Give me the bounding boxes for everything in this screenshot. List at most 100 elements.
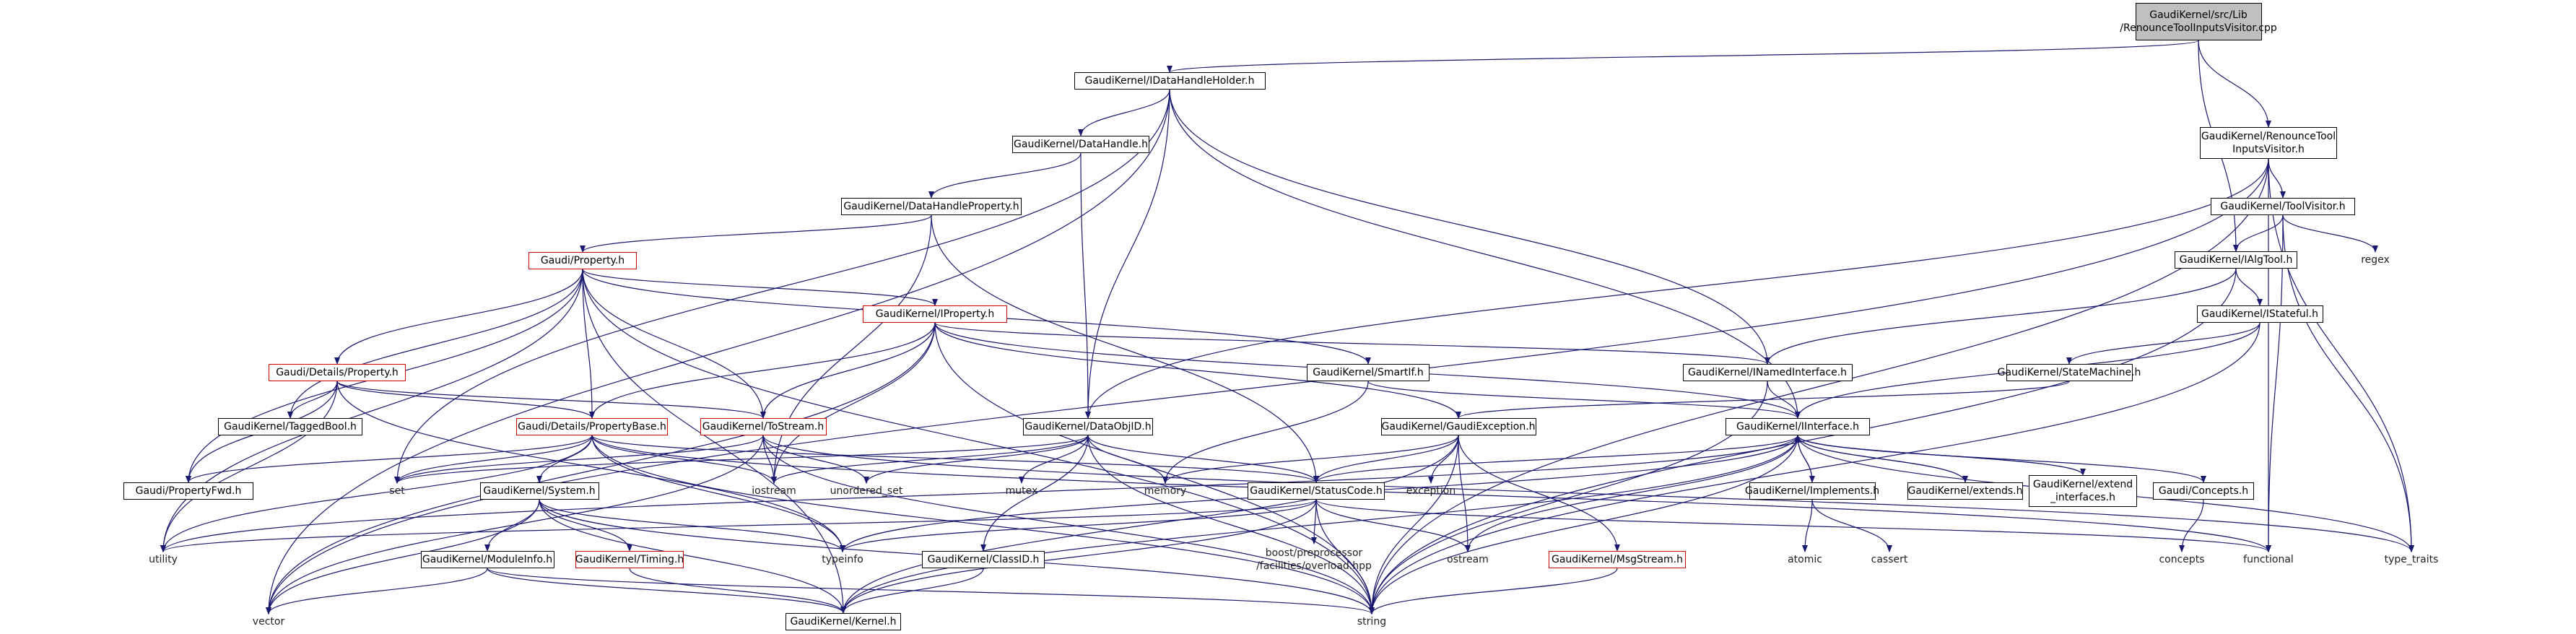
node-dprop[interactable]: Gaudi/Details/Property.h bbox=[269, 364, 406, 381]
node-iif[interactable]: GaudiKernel/IInterface.h bbox=[1726, 418, 1870, 435]
dependency-edges bbox=[160, 40, 2414, 615]
node-label: Gaudi/PropertyFwd.h bbox=[135, 485, 242, 497]
node-label: GaudiKernel/Kernel.h bbox=[790, 616, 897, 628]
node-conc[interactable]: Gaudi/Concepts.h bbox=[2153, 482, 2254, 500]
node-label: GaudiKernel/MsgStream.h bbox=[1551, 554, 1683, 565]
edge-sc-to-typeinfo bbox=[840, 499, 1317, 552]
node-tos[interactable]: GaudiKernel/ToStream.h bbox=[700, 418, 827, 435]
edge-iif-to-sc bbox=[1313, 435, 1798, 483]
edge-dpb-to-typeinfo bbox=[591, 435, 845, 552]
edge-impl-to-atomic bbox=[1802, 499, 1813, 552]
edge-ini-to-iif bbox=[1767, 381, 1801, 419]
node-ext[interactable]: GaudiKernel/extends.h bbox=[1907, 482, 2023, 500]
node-ostream: ostream bbox=[1443, 552, 1493, 568]
node-label: GaudiKernel/IAlgTool.h bbox=[2179, 254, 2293, 266]
edge-sif-to-memory bbox=[1162, 381, 1369, 484]
node-istate[interactable]: GaudiKernel/IStateful.h bbox=[2196, 305, 2323, 323]
edge-iprop-to-tos bbox=[760, 322, 936, 419]
edge-dhp-to-iostream bbox=[771, 214, 932, 484]
edge-sc-to-string bbox=[1315, 499, 1375, 615]
edge-sc-to-functional bbox=[1315, 499, 2271, 552]
edge-mi-to-kernel bbox=[487, 568, 846, 614]
node-root[interactable]: GaudiKernel/src/Lib/RenounceToolInputsVi… bbox=[2120, 3, 2277, 40]
node-label: regex bbox=[2361, 254, 2390, 266]
edge-doid-to-uset bbox=[863, 435, 1089, 484]
node-idhh[interactable]: GaudiKernel/IDataHandleHolder.h bbox=[1074, 72, 1266, 90]
edge-dhp-to-sc bbox=[931, 214, 1319, 483]
node-ialg[interactable]: GaudiKernel/IAlgTool.h bbox=[2175, 251, 2297, 269]
edge-iprop-to-string bbox=[934, 322, 1375, 615]
node-tv[interactable]: GaudiKernel/ToolVisitor.h bbox=[2211, 198, 2355, 215]
node-label: GaudiKernel/Timing.h bbox=[575, 554, 684, 565]
node-sys[interactable]: GaudiKernel/System.h bbox=[479, 482, 599, 500]
edge-mi-to-vector bbox=[266, 568, 488, 615]
edge-sc-to-boost bbox=[1311, 499, 1318, 544]
node-gex[interactable]: GaudiKernel/GaudiException.h bbox=[1380, 418, 1536, 435]
node-iprop[interactable]: GaudiKernel/IProperty.h bbox=[863, 305, 1007, 323]
node-label: unordered_set bbox=[830, 485, 903, 497]
node-label: vector bbox=[252, 616, 285, 628]
node-label: GaudiKernel/ToolVisitor.h bbox=[2220, 201, 2346, 212]
node-doid[interactable]: GaudiKernel/DataObjID.h bbox=[1023, 418, 1153, 435]
node-label: typeinfo bbox=[822, 554, 863, 565]
node-label: GaudiKernel/ModuleInfo.h bbox=[422, 554, 553, 565]
edge-dpb-to-sc bbox=[591, 435, 1319, 483]
node-extif[interactable]: GaudiKernel/extend_interfaces.h bbox=[2029, 475, 2137, 507]
node-functional: functional bbox=[2240, 552, 2297, 568]
edge-sif-to-iif bbox=[1367, 381, 1801, 419]
node-set: set bbox=[384, 483, 410, 499]
node-timing[interactable]: GaudiKernel/Timing.h bbox=[575, 551, 684, 568]
node-boost: boost/preprocessor/facilities/overload.h… bbox=[1253, 544, 1375, 576]
node-cid[interactable]: GaudiKernel/ClassID.h bbox=[922, 551, 1045, 568]
edge-idhh-to-iif bbox=[1169, 89, 1801, 419]
edge-sc-to-utility bbox=[160, 499, 1317, 552]
edge-gex-to-sc bbox=[1313, 435, 1459, 483]
edge-prop-to-tos bbox=[582, 269, 766, 419]
node-dpb[interactable]: Gaudi/Details/PropertyBase.h bbox=[516, 418, 668, 435]
node-label: type_traits bbox=[2384, 554, 2439, 565]
node-sc[interactable]: GaudiKernel/StatusCode.h bbox=[1248, 482, 1385, 500]
node-cassert: cassert bbox=[1868, 552, 1911, 568]
edge-dpb-to-functional bbox=[591, 435, 2271, 552]
node-label: string bbox=[1357, 616, 1387, 628]
node-prop[interactable]: Gaudi/Property.h bbox=[528, 252, 637, 269]
node-sm[interactable]: GaudiKernel/StateMachine.h bbox=[1998, 364, 2141, 381]
edge-doid-to-string bbox=[1087, 435, 1375, 615]
edge-gex-to-kernel bbox=[840, 435, 1459, 614]
node-iostream: iostream bbox=[745, 483, 803, 499]
node-ini[interactable]: GaudiKernel/INamedInterface.h bbox=[1682, 364, 1853, 381]
node-label: GaudiKernel/DataHandleProperty.h bbox=[843, 201, 1019, 212]
node-label: GaudiKernel/Implements.h bbox=[1744, 485, 1880, 497]
node-kernel[interactable]: GaudiKernel/Kernel.h bbox=[786, 613, 901, 630]
edge-rtiv-to-string bbox=[1369, 158, 2269, 615]
edge-dpb-to-utility bbox=[160, 435, 593, 552]
node-dh[interactable]: GaudiKernel/DataHandle.h bbox=[1012, 136, 1149, 153]
node-impl[interactable]: GaudiKernel/Implements.h bbox=[1745, 482, 1879, 500]
edge-dpb-to-set bbox=[394, 435, 593, 484]
node-label: GaudiKernel/TaggedBool.h bbox=[224, 421, 357, 433]
node-dhp[interactable]: GaudiKernel/DataHandleProperty.h bbox=[841, 198, 1022, 215]
edge-iif-to-utility bbox=[160, 435, 1798, 552]
edge-istate-to-string bbox=[1369, 322, 2260, 615]
edge-tv-to-functional bbox=[2266, 214, 2284, 552]
node-mi[interactable]: GaudiKernel/ModuleInfo.h bbox=[420, 551, 554, 568]
node-regex: regex bbox=[2354, 252, 2397, 268]
node-label: GaudiKernel/extend_interfaces.h bbox=[2032, 479, 2133, 503]
edge-prop-to-iprop bbox=[582, 269, 938, 306]
edge-prop-to-utility bbox=[160, 269, 583, 552]
node-label: set bbox=[389, 485, 405, 497]
node-label: GaudiKernel/IProperty.h bbox=[875, 308, 995, 320]
node-label: iostream bbox=[752, 485, 796, 497]
edge-prop-to-string bbox=[582, 269, 1375, 615]
edge-sys-to-timing bbox=[539, 499, 632, 552]
edge-ialg-to-string bbox=[1369, 268, 2237, 615]
edge-iif-to-string bbox=[1369, 435, 1798, 615]
node-msgs[interactable]: GaudiKernel/MsgStream.h bbox=[1549, 551, 1686, 568]
node-label: GaudiKernel/INamedInterface.h bbox=[1687, 367, 1848, 378]
node-pfwd[interactable]: Gaudi/PropertyFwd.h bbox=[123, 482, 253, 500]
node-tb[interactable]: GaudiKernel/TaggedBool.h bbox=[218, 418, 362, 435]
edge-dhp-to-prop bbox=[580, 214, 932, 253]
node-sif[interactable]: GaudiKernel/SmartIf.h bbox=[1307, 364, 1430, 381]
